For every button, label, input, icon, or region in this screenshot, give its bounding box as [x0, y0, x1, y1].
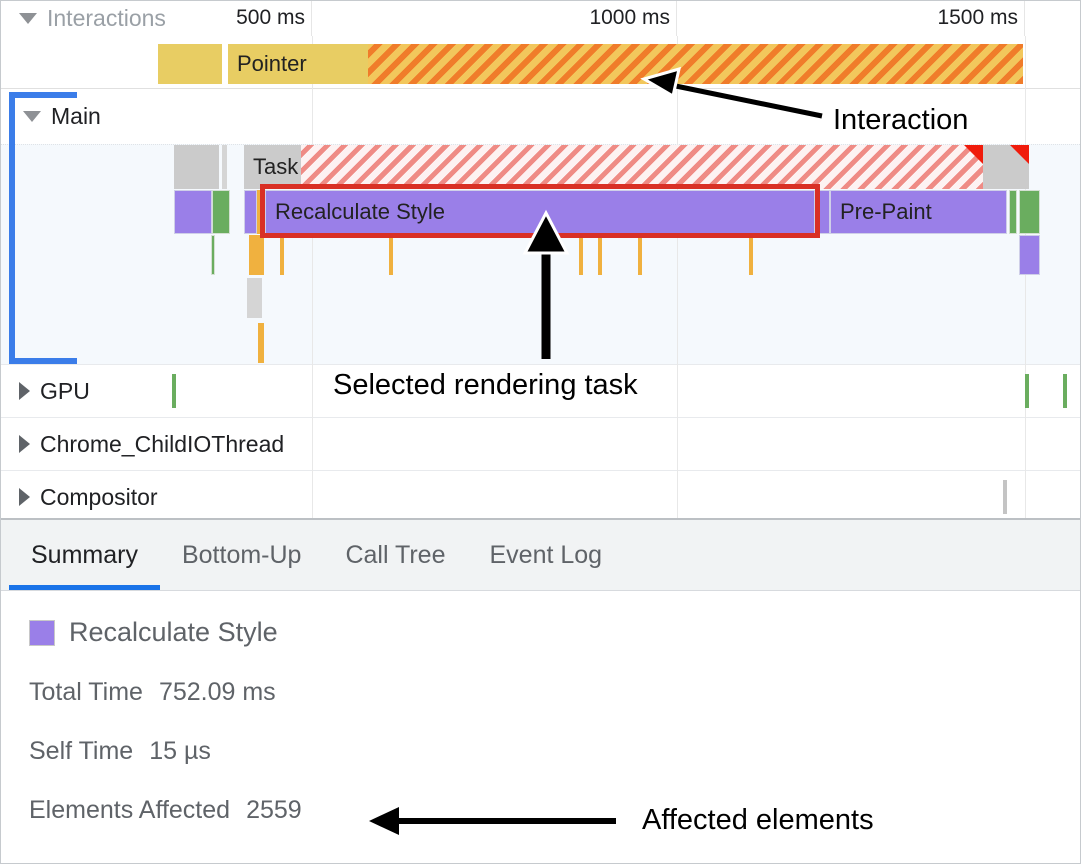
- pre-paint[interactable]: Pre-Paint: [830, 190, 1007, 234]
- layout-green-1[interactable]: [212, 190, 230, 234]
- main-track-selection-border-left: [9, 92, 15, 364]
- triangle-down-icon[interactable]: [23, 111, 41, 122]
- gpu-mark-1[interactable]: [172, 374, 176, 408]
- marker-orange-6[interactable]: [749, 235, 753, 275]
- tab-call-tree[interactable]: Call Tree: [345, 540, 446, 569]
- marker-orange-2[interactable]: [389, 235, 393, 275]
- track-chrome-childiothread[interactable]: Chrome_ChildIOThread: [1, 417, 1080, 470]
- task-block-b[interactable]: [983, 145, 1029, 189]
- self-time-value: 15 µs: [149, 737, 211, 765]
- elements-affected-value: 2559: [246, 796, 302, 824]
- track-label-gpu: GPU: [40, 377, 90, 404]
- recalc-style-gap[interactable]: [815, 190, 830, 234]
- recalc-style-small-1[interactable]: [174, 190, 212, 234]
- task-block-a[interactable]: [174, 145, 219, 189]
- marker-orange-5[interactable]: [638, 235, 642, 275]
- track-label-chrome-childiothread: Chrome_ChildIOThread: [40, 430, 285, 457]
- self-time-label: Self Time: [29, 737, 134, 765]
- gridline-0: [312, 1, 313, 518]
- warning-triangle-icon: [964, 145, 983, 164]
- summary-row-elements-affected: Elements Affected 2559: [29, 796, 1080, 825]
- details-tabbar[interactable]: Summary Bottom-Up Call Tree Event Log: [1, 520, 1080, 591]
- marker-green-tick[interactable]: [211, 235, 215, 275]
- summary-event-title: Recalculate Style: [29, 617, 1080, 648]
- ruler-tick-1: 1000 ms: [312, 1, 677, 36]
- track-header-compositor[interactable]: Compositor: [1, 471, 158, 523]
- long-task-hatched[interactable]: [301, 145, 983, 189]
- main-row-5[interactable]: [1, 145, 1080, 365]
- details-panel: Summary Bottom-Up Call Tree Event Log Recal…: [1, 518, 1080, 863]
- main-track-header[interactable]: Main: [1, 89, 1080, 144]
- track-label-compositor: Compositor: [40, 483, 158, 510]
- triangle-right-icon[interactable]: [19, 382, 30, 400]
- layout-green-2[interactable]: [1009, 190, 1017, 234]
- recalc-style-small-2[interactable]: [244, 190, 257, 234]
- total-time-label: Total Time: [29, 678, 143, 706]
- tab-summary[interactable]: Summary: [9, 520, 160, 590]
- elements-affected-label: Elements Affected: [29, 796, 231, 824]
- timer-orange-1[interactable]: [257, 190, 265, 234]
- track-header-chrome-childiothread[interactable]: Chrome_ChildIOThread: [1, 418, 284, 470]
- annotation-affected-elements: Affected elements: [642, 804, 874, 836]
- marker-orange-wide[interactable]: [249, 235, 264, 275]
- task-divider[interactable]: [222, 145, 227, 189]
- gpu-mark-2[interactable]: [1025, 374, 1029, 408]
- compositor-mark-1[interactable]: [1003, 480, 1007, 514]
- summary-view: Recalculate Style Total Time 752.09 ms Sel…: [1, 591, 1080, 863]
- task-block-main-label: Task: [253, 154, 299, 179]
- event-color-swatch: [29, 619, 55, 646]
- interaction-pointer-label: Pointer: [237, 51, 307, 76]
- marker-purple-tail[interactable]: [1019, 235, 1040, 275]
- pre-paint-label: Pre-Paint: [840, 199, 932, 224]
- summary-event-name: Recalculate Style: [69, 617, 278, 647]
- marker-orange-4[interactable]: [598, 235, 602, 275]
- total-time-value: 752.09 ms: [158, 678, 276, 706]
- main-track-selection-border-bottom: [9, 358, 77, 364]
- interaction-block-1[interactable]: [158, 44, 222, 84]
- ruler-tick-2: 1500 ms: [677, 1, 1025, 36]
- summary-row-total-time: Total Time 752.09 ms: [29, 678, 1080, 707]
- recalculate-style-selected-label: Recalculate Style: [275, 199, 445, 224]
- tab-bottom-up[interactable]: Bottom-Up: [181, 540, 302, 569]
- main-track-selection-border-top: [9, 92, 77, 98]
- interaction-duration-hatched[interactable]: [368, 44, 1023, 84]
- main-row-4[interactable]: [1, 145, 1080, 365]
- orange-tick-row5[interactable]: [258, 323, 264, 363]
- track-header-gpu[interactable]: GPU: [1, 365, 90, 417]
- gpu-mark-3[interactable]: [1063, 374, 1067, 408]
- marker-orange-3[interactable]: [579, 235, 583, 275]
- ruler-tick-3: [1025, 1, 1080, 36]
- gridline-1: [677, 1, 678, 518]
- main-row-1[interactable]: Task: [1, 145, 1080, 365]
- annotation-interaction: Interaction: [833, 104, 969, 136]
- main-track-label: Main: [51, 103, 101, 129]
- ruler-tick-0: 500 ms: [1, 1, 312, 36]
- interaction-pointer[interactable]: Pointer: [228, 44, 368, 84]
- annotation-selected-task: Selected rendering task: [333, 369, 638, 401]
- marker-orange-1[interactable]: [280, 235, 284, 275]
- triangle-right-icon[interactable]: [19, 435, 30, 453]
- main-row-3[interactable]: [1, 145, 1080, 365]
- gray-block-row4[interactable]: [247, 278, 262, 318]
- track-compositor[interactable]: Compositor: [1, 470, 1080, 523]
- summary-row-self-time: Self Time 15 µs: [29, 737, 1080, 766]
- track-group-interactions[interactable]: Interactions Pointer: [1, 1, 1080, 89]
- tab-event-log[interactable]: Event Log: [489, 540, 603, 569]
- task-block-main[interactable]: Task: [244, 145, 301, 189]
- warning-triangle-icon: [1010, 145, 1029, 164]
- layout-green-3[interactable]: [1019, 190, 1040, 234]
- interactions-track-body[interactable]: Pointer: [1, 36, 1080, 89]
- track-gpu[interactable]: GPU: [1, 364, 1080, 417]
- triangle-right-icon[interactable]: [19, 488, 30, 506]
- recalculate-style-selected[interactable]: Recalculate Style: [265, 190, 815, 234]
